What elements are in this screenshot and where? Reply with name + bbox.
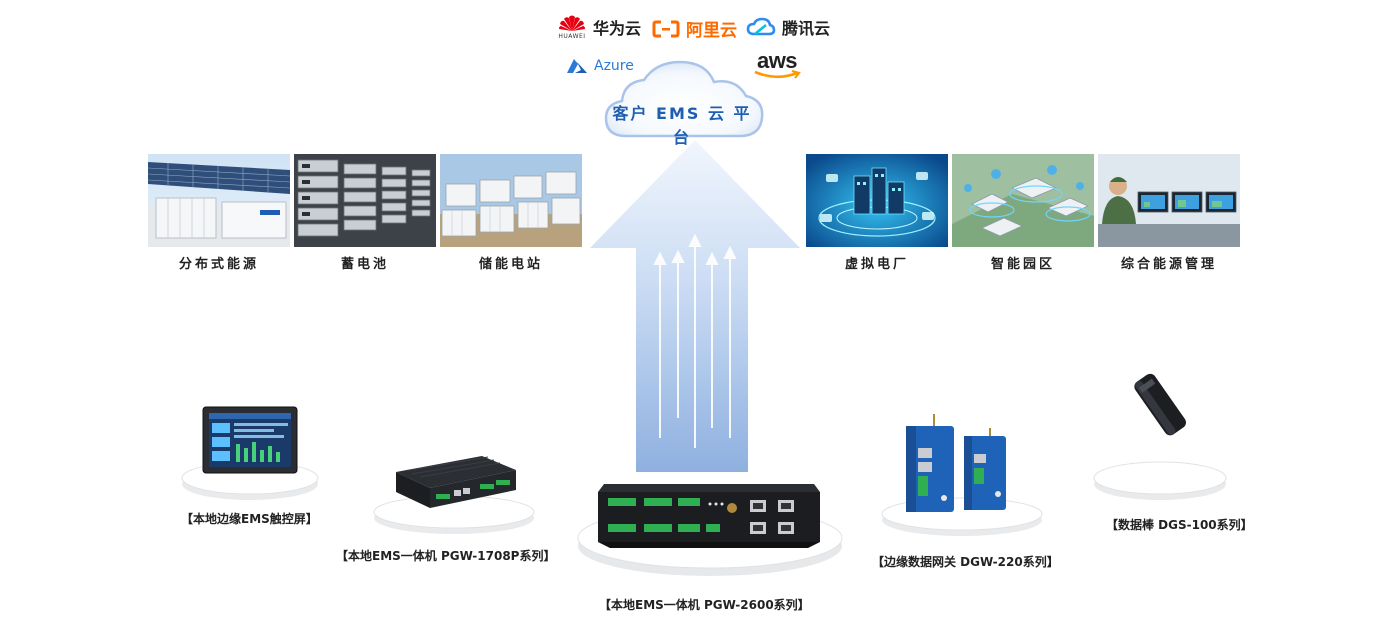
aws-name: aws (756, 48, 798, 73)
device-label: 【边缘数据网关 DGW-220系列】 (872, 555, 1059, 569)
dgs-100-data-stick-device (1134, 373, 1187, 436)
huawei-cloud-logo: HUAWEI 华为云 (557, 14, 641, 40)
scene-label: 储能电站 (478, 257, 543, 272)
scene-integrated-energy: 综合能源管理 (1098, 154, 1240, 272)
ems-cloud-shape (604, 60, 764, 138)
ems-touch-screen-device (202, 406, 298, 474)
azure-a-icon (567, 59, 587, 73)
tencent-cloud-logo: 腾讯云 (746, 15, 830, 39)
smart-park-photo (952, 154, 1094, 247)
battery-rack-photo (294, 154, 436, 247)
scene-label: 蓄电池 (340, 257, 389, 272)
device-label: 【数据棒 DGS-100系列】 (1106, 518, 1253, 532)
scene-label: 综合能源管理 (1120, 257, 1217, 272)
scene-label: 智能园区 (990, 257, 1055, 272)
aws-smile-icon (754, 70, 801, 79)
azure-logo: Azure (566, 58, 634, 74)
scene-label: 虚拟电厂 (844, 257, 909, 272)
tencent-cloud-icon (746, 17, 776, 36)
pedestal (1093, 461, 1227, 500)
solar-farm-photo (148, 154, 290, 247)
storage-station-photo (440, 154, 582, 247)
scene-storage-station: 储能电站 (440, 154, 582, 272)
scene-battery: 蓄电池 (294, 154, 436, 272)
pgw-1708p-device (396, 456, 516, 508)
aliyun-name: 阿里云 (686, 21, 737, 41)
aws-logo: aws (752, 48, 802, 80)
huawei-petal-icon (559, 15, 585, 31)
scene-virtual-power-plant: 虚拟电厂 (806, 154, 948, 272)
ems-cloud-platform-label: 客户 EMS 云 平 台 (612, 104, 752, 147)
tencent-cloud-name: 腾讯云 (782, 19, 831, 38)
dgw-220-device (906, 414, 1006, 512)
aliyun-bracket-icon (652, 20, 680, 37)
device-label: 【本地EMS一体机 PGW-2600系列】 (599, 598, 810, 612)
aliyun-logo: 阿里云 (652, 16, 737, 41)
virtual-power-plant-photo (806, 154, 948, 247)
device-label: 【本地EMS一体机 PGW-1708P系列】 (336, 549, 556, 563)
scene-distributed-energy: 分布式能源 (148, 154, 290, 272)
upload-arrow (590, 140, 800, 472)
huawei-cloud-name: 华为云 (593, 19, 642, 38)
scene-smart-park: 智能园区 (952, 154, 1094, 272)
pedestal (373, 495, 535, 534)
device-label: 【本地边缘EMS触控屏】 (181, 512, 318, 526)
azure-name: Azure (594, 58, 634, 74)
pgw-2600-device (598, 484, 820, 548)
control-room-photo (1098, 154, 1240, 247)
huawei-sub-label: HUAWEI (558, 33, 586, 40)
scene-label: 分布式能源 (178, 257, 259, 272)
